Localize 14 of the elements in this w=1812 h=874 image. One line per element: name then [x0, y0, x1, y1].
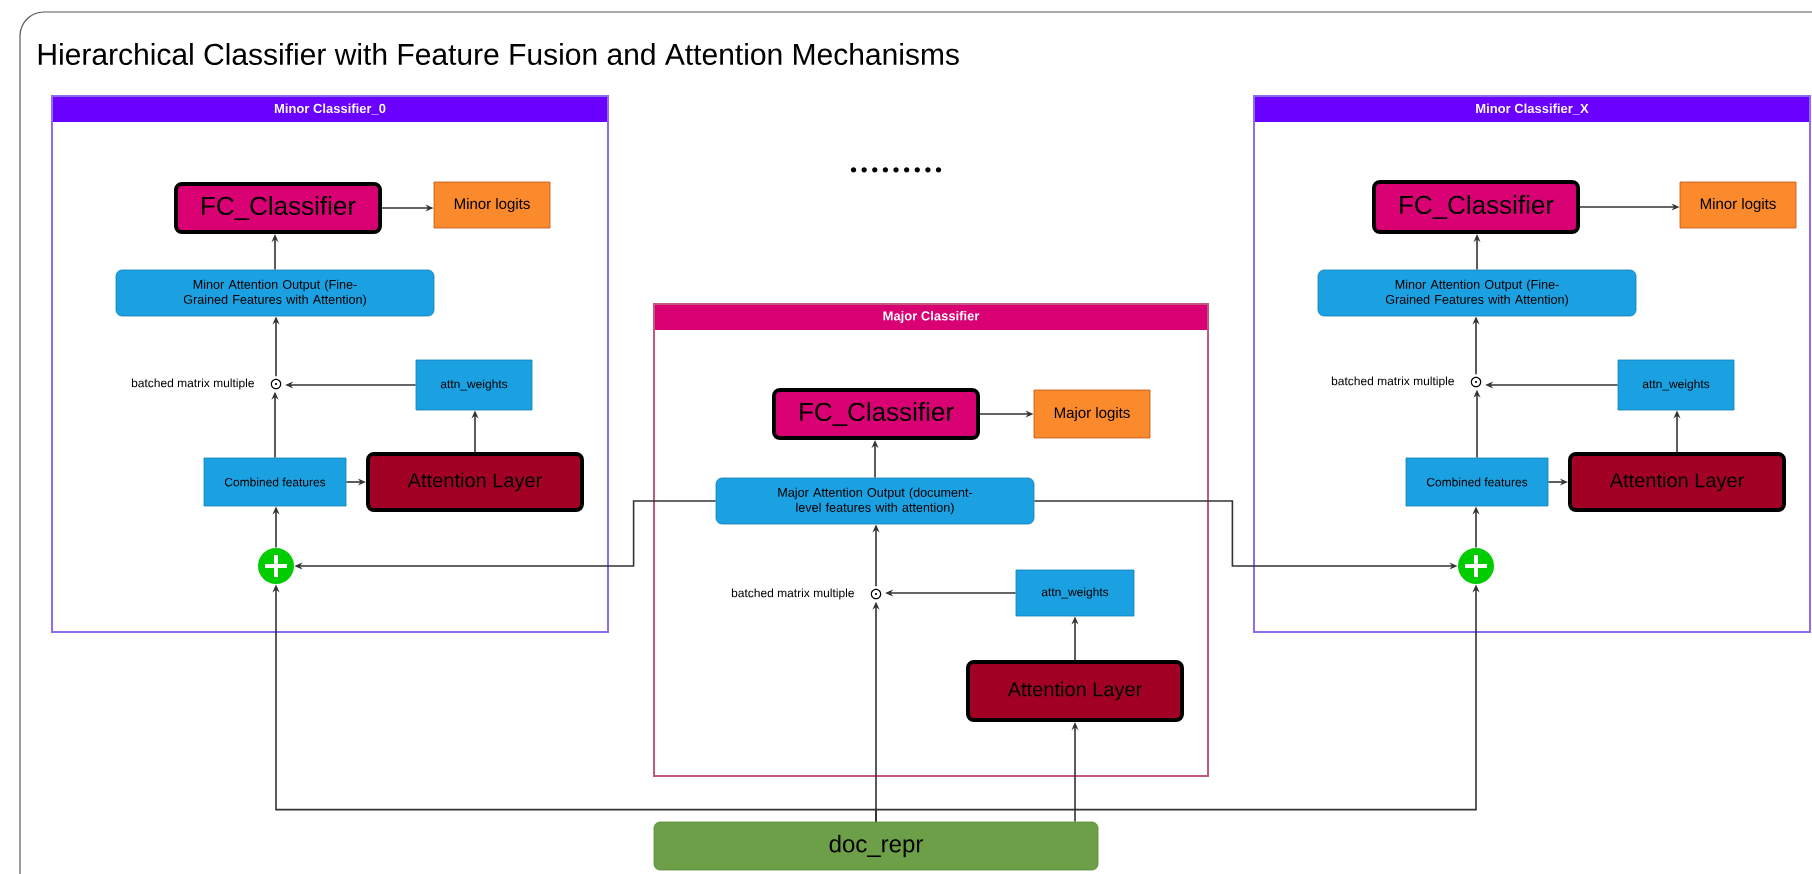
ellipsis: ••••••••• — [850, 167, 942, 173]
attention-layer-box: Attention Layer — [1568, 452, 1786, 512]
title: Hierarchical Classifier with Feature Fusion and Attention Mechanisms — [38, 43, 959, 65]
add-circle — [258, 548, 294, 584]
attention-layer-box: Attention Layer — [966, 660, 1184, 722]
classifier-box: FC_Classifier — [1372, 180, 1580, 234]
input-box: doc_repr — [653, 821, 1099, 871]
add-circle — [1458, 548, 1494, 584]
operator-symbol: ⊙ — [1470, 376, 1482, 388]
classifier-box: FC_Classifier — [772, 388, 980, 440]
operator-symbol: ⊙ — [270, 378, 282, 390]
attention-layer-box: Attention Layer — [366, 452, 584, 512]
classifier-box: FC_Classifier — [174, 182, 382, 234]
operator-symbol: ⊙ — [870, 588, 882, 600]
